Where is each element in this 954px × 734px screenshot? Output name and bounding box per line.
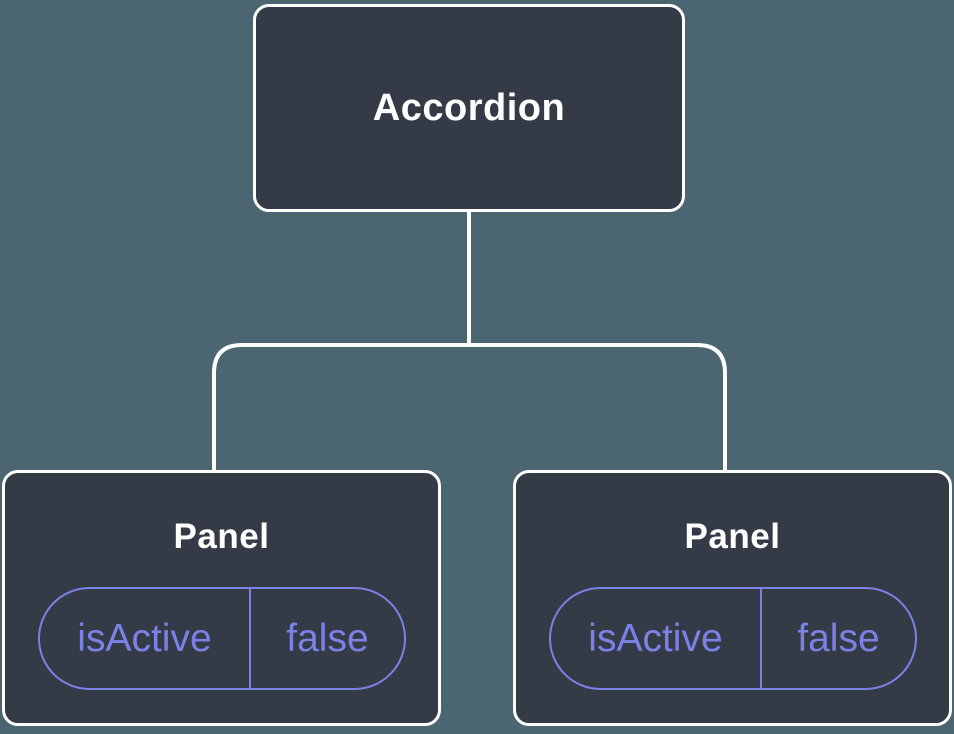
prop-value: false bbox=[762, 589, 914, 688]
accordion-label: Accordion bbox=[372, 86, 566, 129]
prop-value-text: false bbox=[286, 616, 369, 660]
panel-right-label: Panel bbox=[684, 517, 781, 556]
prop-name: isActive bbox=[40, 589, 252, 688]
panel-right-prop-pill: isActive false bbox=[548, 587, 917, 690]
node-panel-right: Panel isActive false bbox=[513, 470, 952, 726]
prop-value-text: false bbox=[797, 616, 880, 660]
node-accordion: Accordion bbox=[253, 4, 685, 212]
prop-name-text: isActive bbox=[77, 616, 212, 660]
connector-bracket bbox=[212, 343, 727, 471]
connector-group bbox=[212, 211, 727, 471]
panel-left-prop-pill: isActive false bbox=[37, 587, 406, 690]
panel-left-label: Panel bbox=[173, 517, 270, 556]
prop-name-text: isActive bbox=[588, 616, 723, 660]
prop-value: false bbox=[251, 589, 403, 688]
node-panel-left: Panel isActive false bbox=[2, 470, 441, 726]
prop-name: isActive bbox=[551, 589, 763, 688]
